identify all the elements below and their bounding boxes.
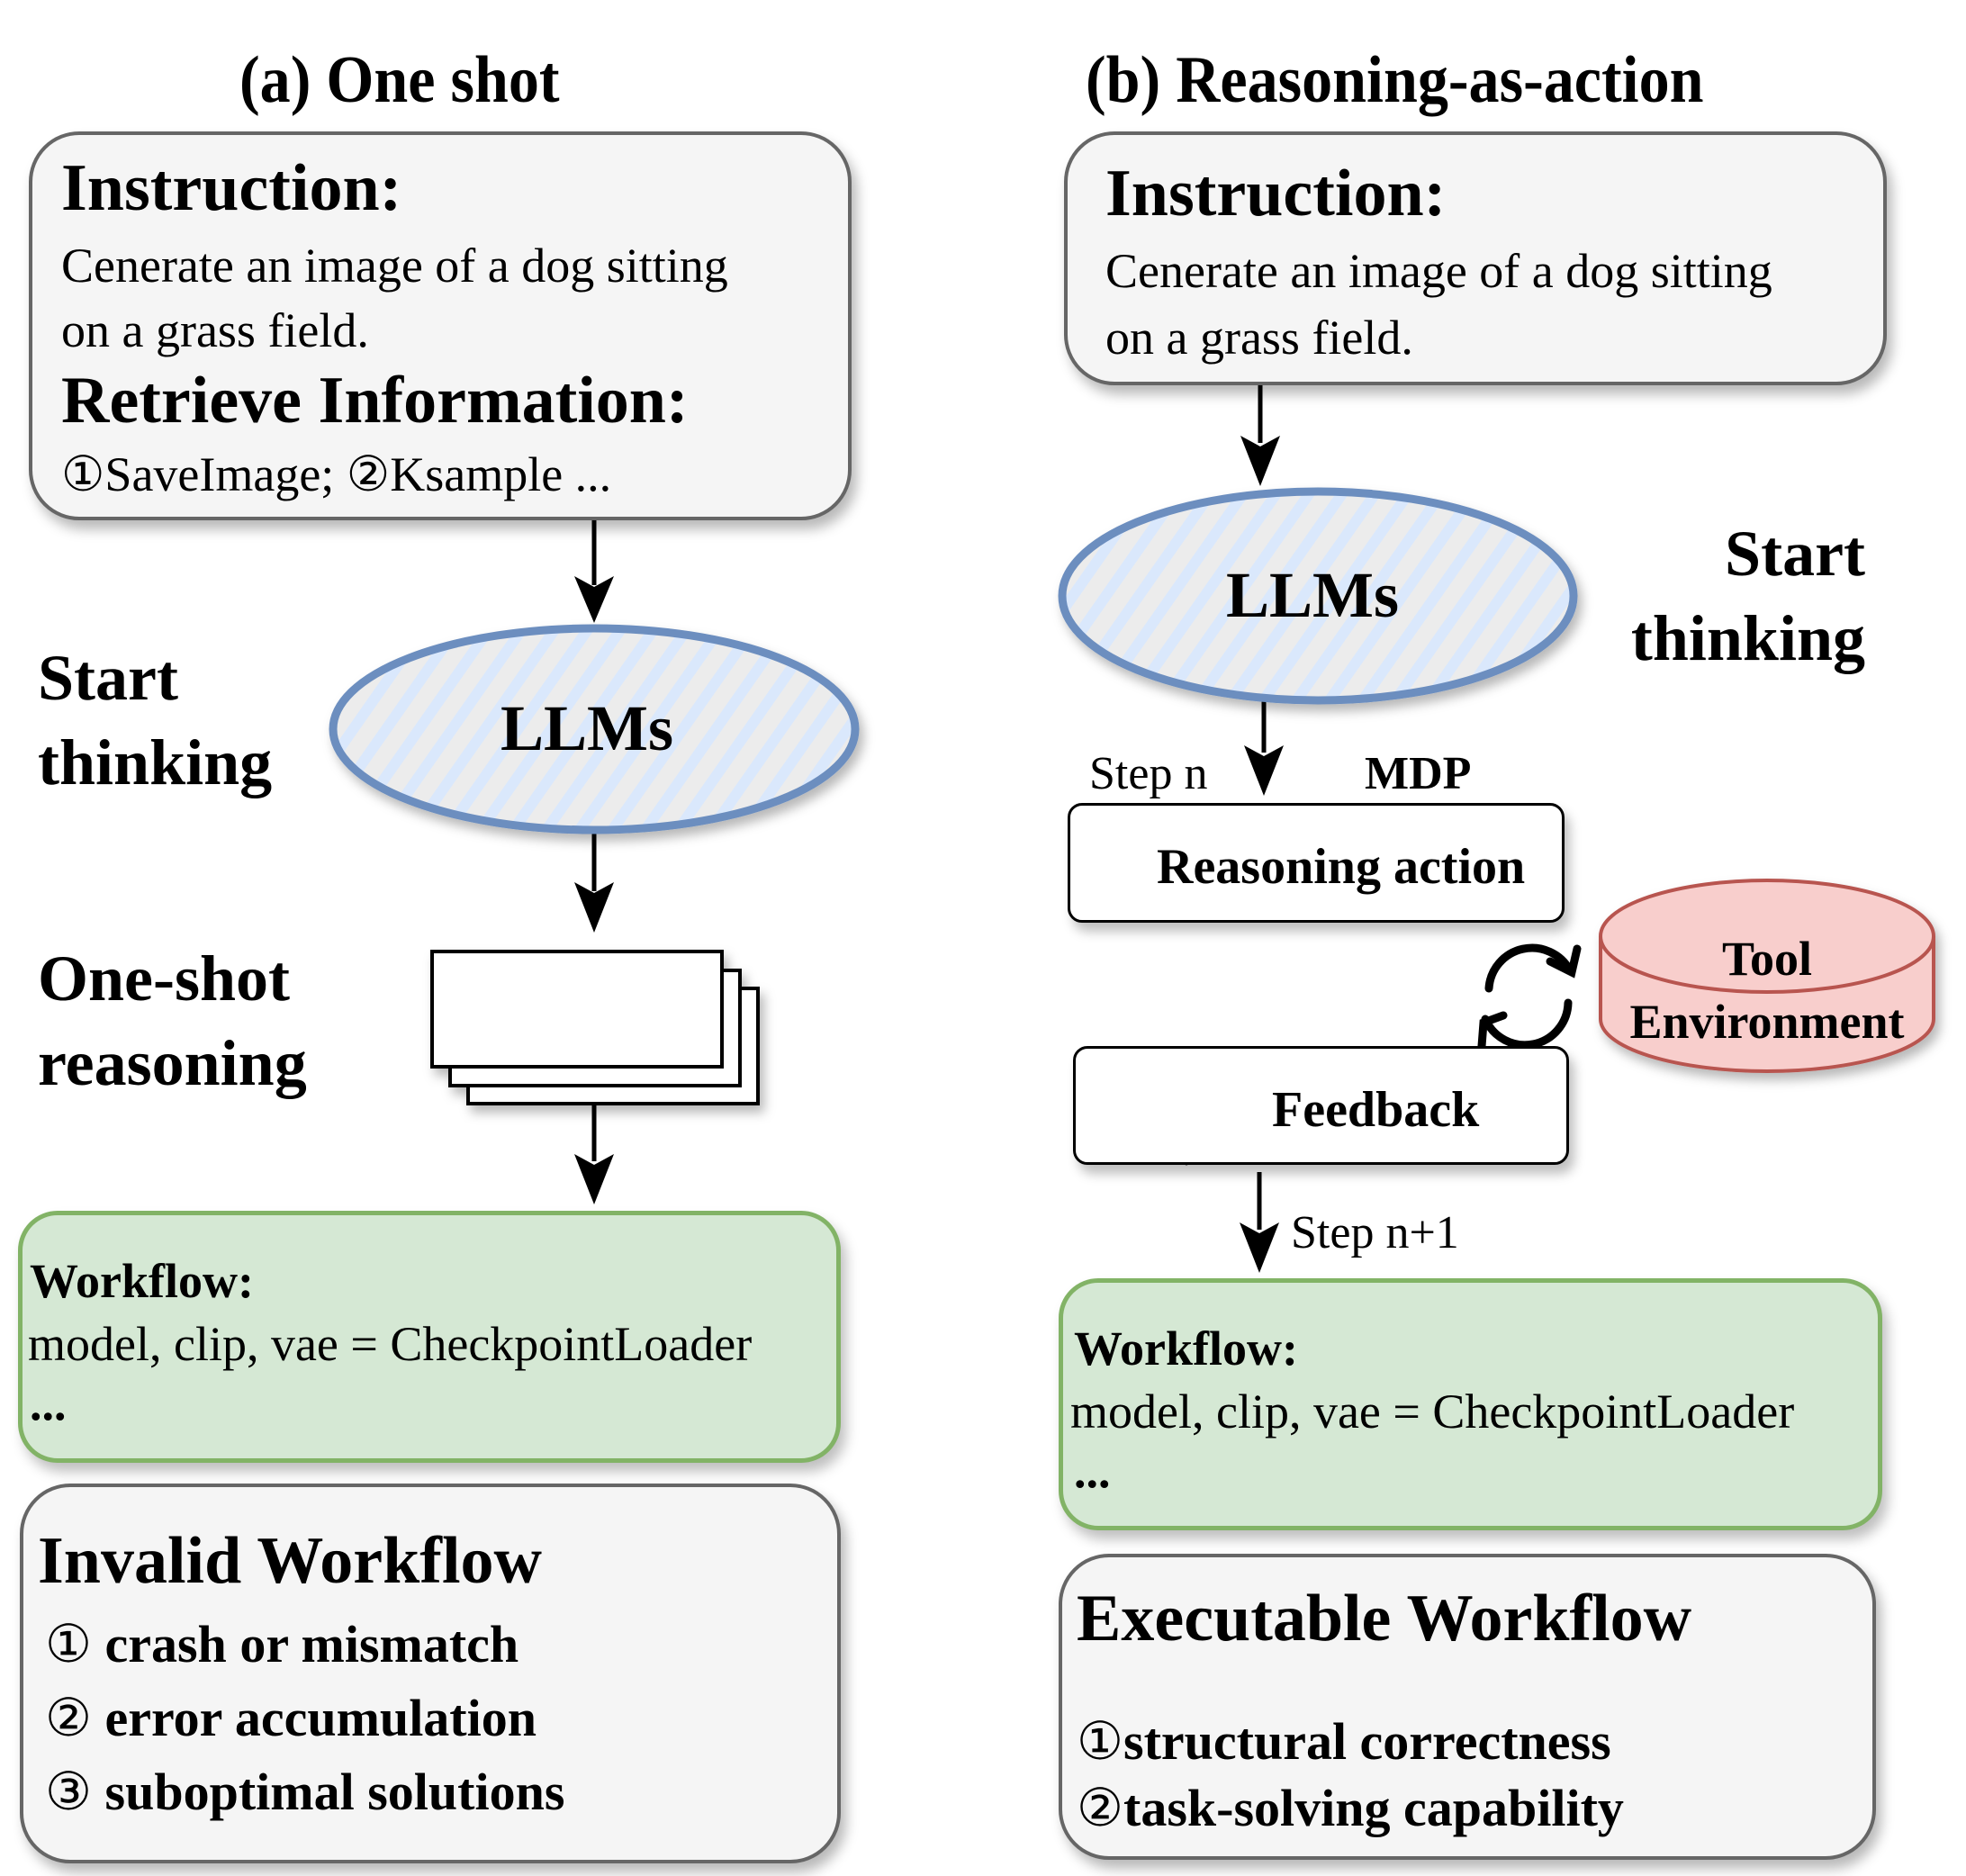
llm-ellipse-right [1058,487,1578,705]
mdp-label: MDP [1365,748,1472,799]
arrow-feedback-to-workflow [1240,1172,1279,1273]
instruction-text-line1: Cenerate an image of a dog sitting [61,239,728,293]
result-item: ②task-solving capability [1077,1777,1624,1838]
workflow-ellipsis: ... [30,1376,67,1430]
start-thinking-right-line1: Start [1725,518,1865,590]
feedback-label: Feedback [1272,1082,1480,1138]
workflow-box-left: Workflow: model, clip, vae = CheckpointL… [18,1211,841,1463]
item-number: ① [1077,1712,1123,1771]
item-label: crash or mismatch [104,1615,519,1673]
feedback-box: Feedback [1073,1046,1569,1165]
item-label: error accumulation [104,1689,537,1747]
arrow-reasoning-to-workflow [574,1105,614,1204]
llm-label-right: LLMs [1226,559,1400,631]
llm-label-left: LLMs [501,692,674,764]
item-label: suboptimal solutions [104,1763,565,1821]
arrow-llm-to-reasoning [574,832,614,933]
start-thinking-label-left: Start thinking [38,636,272,805]
executable-workflow-box: Executable Workflow ①structural correctn… [1059,1554,1876,1860]
retrieve-text: ①SaveImage; ②Ksample ... [61,447,612,501]
result-item: ① crash or mismatch [45,1613,519,1674]
invalid-workflow-title: Invalid Workflow [38,1524,542,1598]
workflow-heading: Workflow: [30,1254,254,1308]
item-label: structural correctness [1123,1712,1611,1771]
step-n-label: Step n [1089,748,1208,799]
instruction-text-right-line1: Cenerate an image of a dog sitting [1105,244,1772,298]
instruction-box-right: Instruction: Cenerate an image of a dog … [1064,131,1887,385]
one-shot-line1: One-shot [38,943,291,1015]
arrow-instruction-to-llm-right [1240,385,1280,486]
workflow-ellipsis-right: ... [1074,1444,1111,1498]
one-shot-line2: reasoning [38,1027,307,1099]
arrow-llm-to-reasoning-action [1244,700,1284,796]
tool-environment-cylinder [1599,879,1935,1073]
invalid-workflow-box: Invalid Workflow ① crash or mismatch ② er… [20,1484,841,1863]
workflow-box-right: Workflow: model, clip, vae = CheckpointL… [1059,1278,1882,1530]
instruction-heading-right: Instruction: [1105,157,1447,230]
step-n-plus-1-label: Step n+1 [1291,1207,1459,1258]
item-label: task-solving capability [1123,1779,1624,1837]
item-number: ② [1077,1779,1123,1837]
start-thinking-line1: Start [38,642,178,714]
result-item: ② error accumulation [45,1687,537,1748]
start-thinking-right-line2: thinking [1630,602,1865,674]
arrow-instruction-to-llm [574,520,614,623]
refresh-cycle-icon [1477,943,1582,1051]
panel-title-reasoning-as-action: (b) Reasoning-as-action [1086,43,1704,117]
panel-title-one-shot: (a) One shot [239,43,560,117]
workflow-code: model, clip, vae = CheckpointLoader [28,1317,753,1371]
instruction-text-line2: on a grass field. [61,303,369,357]
instruction-box-left: Instruction: Cenerate an image of a dog … [29,131,852,520]
result-item: ③ suboptimal solutions [45,1761,564,1822]
instruction-heading: Instruction: [61,151,402,225]
workflow-code-right: model, clip, vae = CheckpointLoader [1070,1384,1795,1439]
reasoning-action-box: Reasoning action [1068,803,1565,923]
result-item: ①structural correctness [1077,1710,1611,1772]
tool-environment-label: Tool Environment [1601,927,1934,1053]
tool-env-line2: Environment [1629,995,1905,1049]
workflow-heading-right: Workflow: [1074,1321,1298,1375]
start-thinking-line2: thinking [38,726,273,798]
one-shot-reasoning-label: One-shot reasoning [38,936,307,1105]
instruction-text-right-line2: on a grass field. [1105,311,1413,365]
reasoning-action-label: Reasoning action [1157,839,1526,895]
item-number: ③ [45,1763,105,1821]
llm-ellipse-left [329,624,860,834]
item-number: ① [45,1615,105,1673]
tool-env-line1: Tool [1721,932,1813,986]
stacked-cards-icon [430,950,760,1105]
start-thinking-label-right: Start thinking [1602,511,1865,681]
retrieve-heading: Retrieve Information: [61,364,689,437]
executable-workflow-title: Executable Workflow [1077,1582,1692,1655]
item-number: ② [45,1689,105,1747]
